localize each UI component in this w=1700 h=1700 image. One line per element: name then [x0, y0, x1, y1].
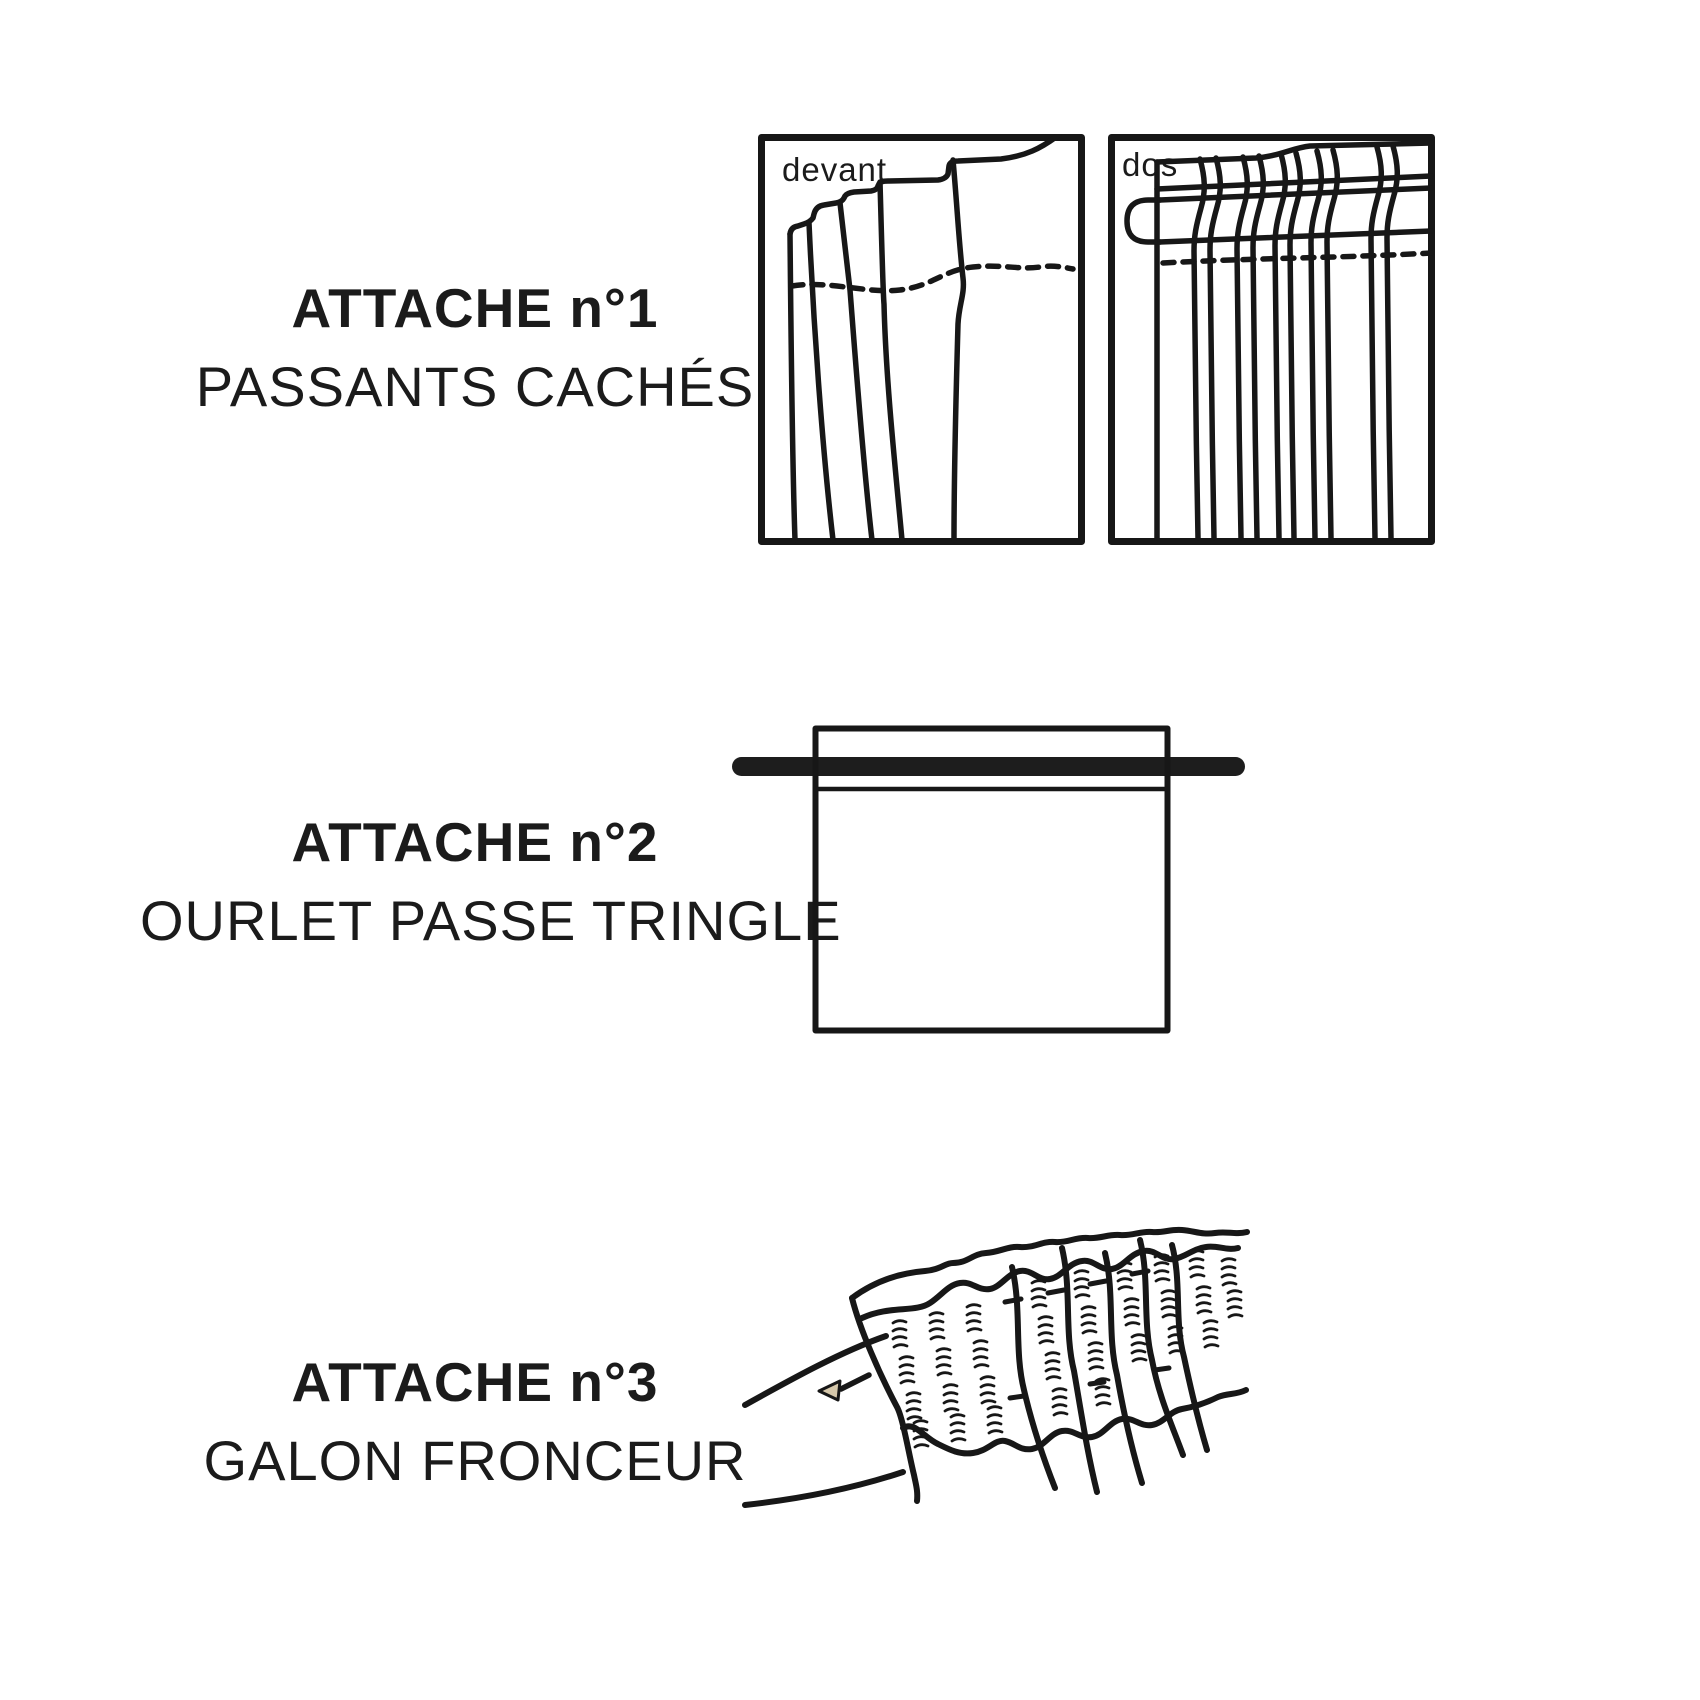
- gathering-tape-drawing: [742, 1226, 1250, 1508]
- front-panel-border: [758, 134, 1085, 545]
- loop-line: [1384, 143, 1400, 541]
- loop-line: [1308, 148, 1324, 541]
- stitch-dash: [1087, 1379, 1107, 1387]
- gathering-tape-figure: [690, 1225, 1280, 1605]
- back-panel-border: [1108, 134, 1435, 545]
- section-1-subtitle: PASSANTS CACHÉS: [195, 355, 755, 418]
- loop-line: [1234, 154, 1250, 541]
- tape-left-edge: [849, 1295, 921, 1504]
- tape-top-inner-edge: [859, 1243, 1241, 1321]
- section-1-title: ATTACHE n°1: [291, 277, 659, 339]
- tape-top-outer-edge: [849, 1226, 1250, 1301]
- pull-cord-upper: [742, 1333, 889, 1408]
- curtain-back-panel: dos: [1108, 134, 1435, 545]
- rod-bottom-line: [1157, 228, 1434, 245]
- fold-line: [877, 179, 905, 543]
- curtain-rod-bar: [732, 757, 1245, 776]
- fold-line: [806, 220, 836, 543]
- rod-pocket-drawing: [732, 725, 1245, 1034]
- loop-line: [1368, 144, 1384, 541]
- fold-line: [787, 231, 798, 543]
- stitch-dash: [1152, 1365, 1172, 1373]
- section-1-label-block: ATTACHE n°1 PASSANTS CACHÉS: [140, 272, 810, 422]
- loop-line: [1272, 151, 1288, 541]
- section-2-label-block: ATTACHE n°2 OURLET PASSE TRINGLE: [140, 806, 842, 956]
- back-dashed-line: [1160, 250, 1434, 266]
- section-2-title: ATTACHE n°2: [291, 811, 659, 873]
- loop-line: [1191, 156, 1207, 541]
- stitch-dash: [1007, 1393, 1027, 1401]
- curtain-back-drawing: dos: [1108, 134, 1435, 545]
- fold-line: [950, 157, 967, 543]
- pleat-line: [1059, 1245, 1100, 1495]
- pleat-line: [1137, 1237, 1186, 1458]
- stitch-dash: [1129, 1268, 1151, 1277]
- section-2-subtitle: OURLET PASSE TRINGLE: [140, 889, 842, 952]
- rod-left-cap: [1124, 197, 1163, 245]
- curtain-front-panel: devant: [758, 134, 1085, 545]
- curtain-top-edge: [1154, 140, 1434, 165]
- loop-line: [1250, 153, 1266, 541]
- back-curtain-group: [1124, 140, 1434, 541]
- section-3-label-block: ATTACHE n°3 GALON FRONCEUR: [140, 1346, 810, 1496]
- stitch-dash: [1045, 1287, 1067, 1296]
- cord-stitch-dashes: [1002, 1268, 1172, 1401]
- front-pleats-group: [787, 134, 1076, 543]
- rod-pocket-figure: [700, 715, 1280, 1045]
- stitch-dash: [1087, 1278, 1109, 1287]
- curtain-front-drawing: devant: [758, 134, 1085, 545]
- front-panel-label: devant: [782, 151, 887, 188]
- fold-line: [837, 200, 875, 543]
- section-3-subtitle: GALON FRONCEUR: [203, 1429, 747, 1492]
- stitch-dash: [1002, 1296, 1024, 1305]
- back-panel-label: dos: [1122, 146, 1178, 183]
- section-3-title: ATTACHE n°3: [291, 1351, 659, 1413]
- pull-arrow-head-icon: [817, 1379, 842, 1402]
- hidden-loops-dashed-line: [789, 263, 1076, 294]
- loop-line: [1287, 150, 1303, 541]
- pleat-line: [1102, 1250, 1145, 1486]
- pull-cord-lower: [742, 1469, 906, 1508]
- curtain-square: [812, 725, 1171, 1034]
- hem-band-line: [1154, 173, 1434, 192]
- hidden-loops-group: [1191, 143, 1400, 541]
- tape-bottom-edge: [900, 1387, 1249, 1457]
- loop-line: [1207, 155, 1223, 541]
- pull-arrow-shaft: [838, 1372, 872, 1392]
- loop-line: [1324, 147, 1340, 541]
- pleat-line: [1169, 1242, 1210, 1453]
- pleat-line: [1009, 1264, 1058, 1491]
- pleat-top-edge: [787, 134, 1062, 237]
- tape-outline-group: [742, 1226, 1250, 1508]
